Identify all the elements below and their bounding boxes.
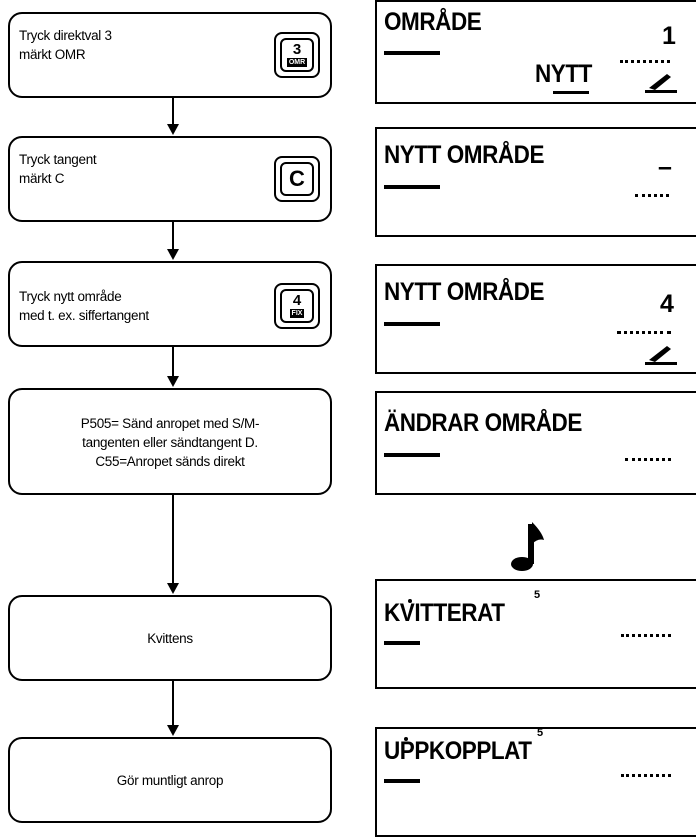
display-3: NYTT OMRÅDE 4 — [375, 264, 696, 374]
display-2: NYTT OMRÅDE – — [375, 127, 696, 237]
step-1-text: Tryck direktval 3 märkt OMR — [19, 28, 112, 62]
music-note-icon — [511, 522, 544, 571]
display-3-value: 4 — [660, 290, 674, 318]
key-c: C — [274, 156, 320, 202]
step-6: Gör muntligt anrop — [8, 737, 332, 823]
arrow-2 — [167, 249, 179, 260]
step-6-text: Gör muntligt anrop — [116, 773, 224, 788]
step-5: Kvittens — [8, 595, 332, 681]
display-4-line1: ÄNDRAR OMRÅDE — [384, 409, 582, 437]
phone-icon — [645, 74, 677, 93]
arrow-1 — [167, 124, 179, 135]
step-3: Tryck nytt område med t. ex. siffertange… — [8, 261, 332, 347]
connector-1 — [172, 98, 174, 126]
step-5-text: Kvittens — [147, 631, 193, 646]
phone-icon-2 — [645, 346, 677, 365]
step-2: Tryck tangent märkt C C — [8, 136, 332, 222]
display-4: ÄNDRAR OMRÅDE — [375, 391, 696, 495]
display-3-line1: NYTT OMRÅDE — [384, 278, 545, 306]
step-4-text: P505= Sänd anropet med S/M- tangenten el… — [80, 416, 260, 469]
connector-3 — [172, 347, 174, 378]
arrow-5 — [167, 725, 179, 736]
arrow-4 — [167, 583, 179, 594]
step-4: P505= Sänd anropet med S/M- tangenten el… — [8, 388, 332, 495]
display-6-mark: 5 — [537, 727, 544, 739]
display-1: OMRÅDE 1 NYTT — [375, 0, 696, 104]
display-6: UPPKOPPLAT 5 — [375, 727, 696, 837]
display-5: KVITTERAT 5 — [375, 579, 696, 689]
display-6-line1: UPPKOPPLAT — [384, 737, 532, 765]
display-1-value: 1 — [662, 22, 676, 50]
connector-4 — [172, 495, 174, 585]
display-2-value: – — [658, 153, 672, 181]
step-2-text: Tryck tangent märkt C — [19, 152, 97, 186]
display-1-line2: NYTT — [535, 60, 592, 88]
display-5-line1: KVITTERAT — [384, 599, 505, 627]
connector-5 — [172, 681, 174, 727]
connector-2 — [172, 222, 174, 251]
arrow-3 — [167, 376, 179, 387]
step-3-text: Tryck nytt område med t. ex. siffertange… — [19, 289, 149, 323]
display-1-line1: OMRÅDE — [384, 8, 482, 36]
display-2-line1: NYTT OMRÅDE — [384, 141, 545, 169]
display-5-mark: 5 — [534, 589, 541, 601]
